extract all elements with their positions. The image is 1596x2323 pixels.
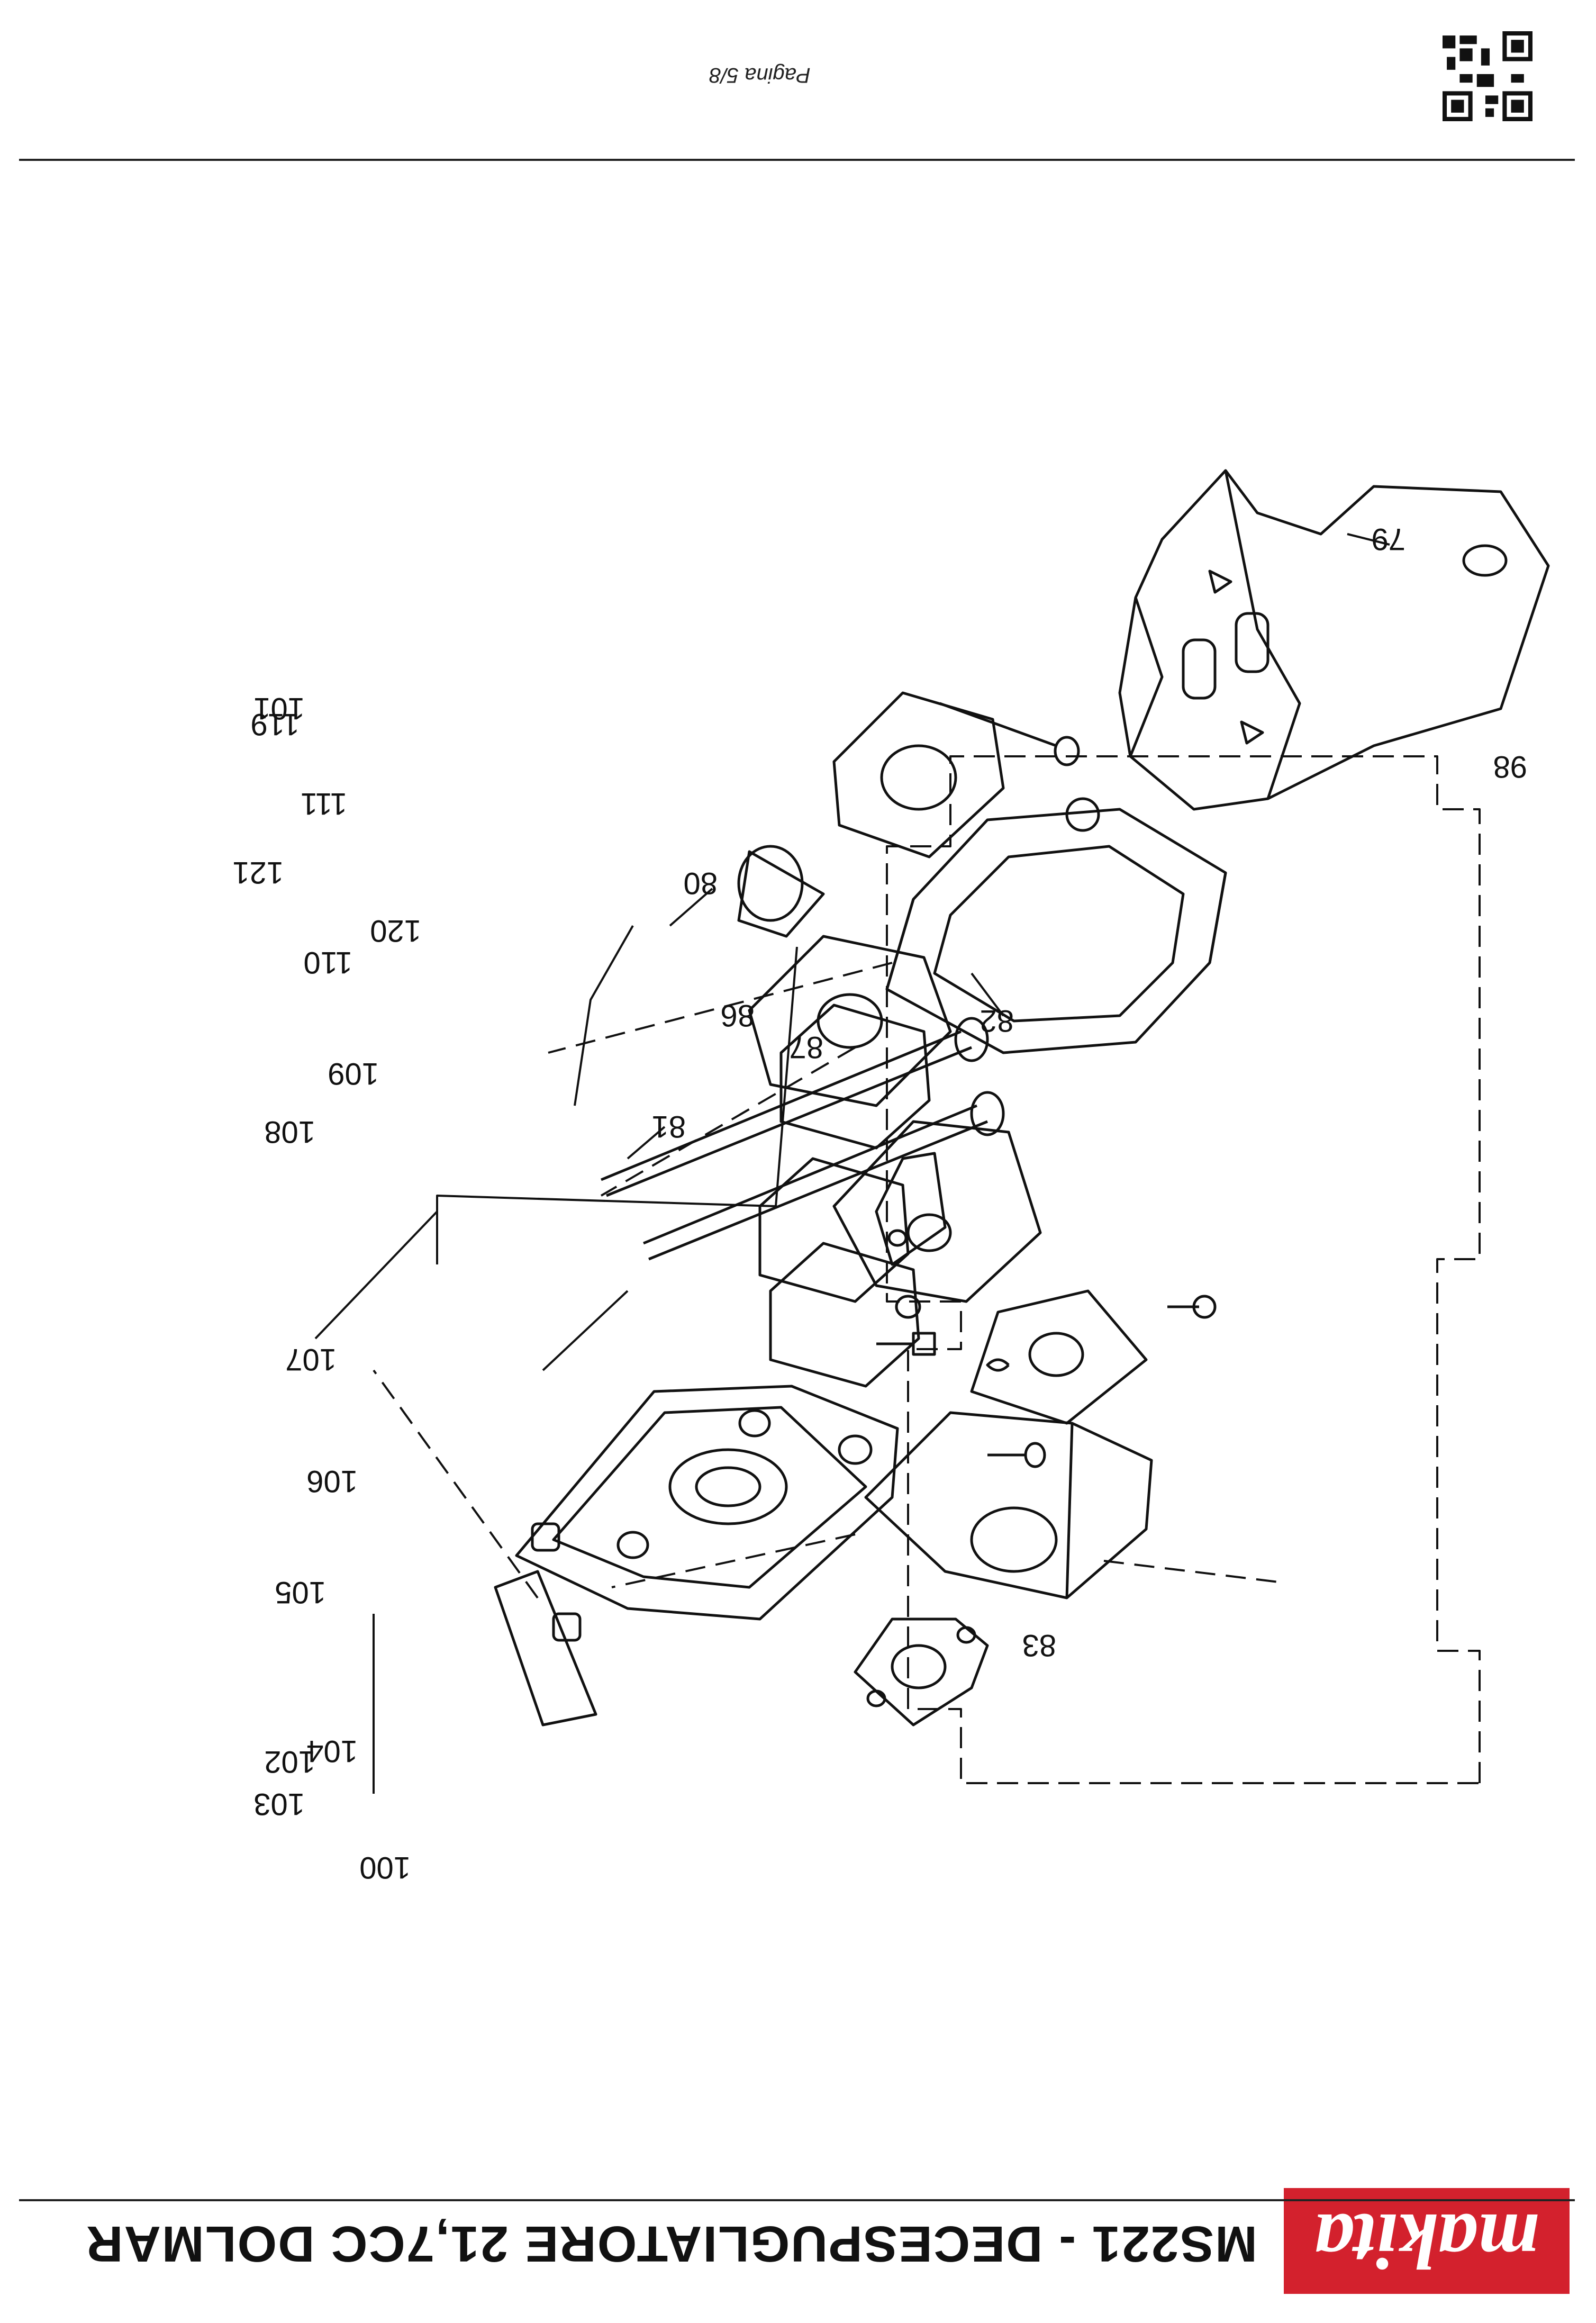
small-bolt — [876, 1332, 936, 1356]
part-label: 81 — [651, 1109, 686, 1144]
screw — [939, 702, 1080, 766]
part-label: 82 — [980, 1004, 1014, 1038]
gasket-plate — [779, 1004, 931, 1150]
part-label: 80 — [683, 866, 718, 900]
gasket — [854, 1617, 989, 1727]
long-screw — [643, 1091, 1005, 1261]
part-label: 110 — [304, 945, 352, 980]
air-filter-element — [885, 808, 1227, 1054]
part-label: 111 — [301, 787, 347, 821]
part-label: 109 — [328, 1056, 379, 1091]
choke-lever — [494, 1570, 597, 1727]
fitting-screw — [987, 1442, 1046, 1468]
part-label: 119 — [251, 707, 300, 742]
part-label: 83 — [1022, 1628, 1056, 1662]
part-label: 107 — [285, 1342, 337, 1377]
pump-cover — [748, 935, 952, 1107]
part-label: 86 — [720, 998, 755, 1033]
diaphragm — [769, 1242, 920, 1388]
part-label: 103 — [253, 1787, 305, 1821]
air-filter-cover — [1118, 469, 1550, 811]
part-label: 100 — [359, 1850, 411, 1885]
part-label: 108 — [264, 1115, 315, 1149]
part-label: 121 — [232, 855, 284, 890]
part-label: 106 — [306, 1464, 358, 1498]
plug — [1065, 797, 1100, 832]
part-label: 105 — [275, 1575, 326, 1610]
clip — [986, 1358, 1010, 1372]
part-label: 104 — [306, 1734, 358, 1768]
primer-flange — [832, 691, 1005, 858]
carburetor-cover — [832, 1120, 1042, 1303]
bushing — [552, 1612, 582, 1642]
part-label: 101 — [253, 691, 305, 726]
part-label: 120 — [370, 914, 421, 948]
inlet-fitting — [970, 1289, 1148, 1425]
qr-code-icon — [1443, 31, 1532, 121]
washer — [895, 1295, 921, 1319]
part-label: 79 — [1371, 522, 1405, 556]
part-label: 87 — [789, 1030, 823, 1064]
part-label: 98 — [1493, 749, 1527, 784]
part-labels: 79 80 81 82 83 86 87 88 98 100 101 102 1… — [232, 522, 1527, 1885]
carburetor-flange — [515, 1385, 899, 1621]
part-label: 102 — [264, 1744, 315, 1779]
primer-bulb — [737, 845, 825, 938]
bushing — [531, 1522, 560, 1552]
small-screw — [1167, 1295, 1217, 1319]
